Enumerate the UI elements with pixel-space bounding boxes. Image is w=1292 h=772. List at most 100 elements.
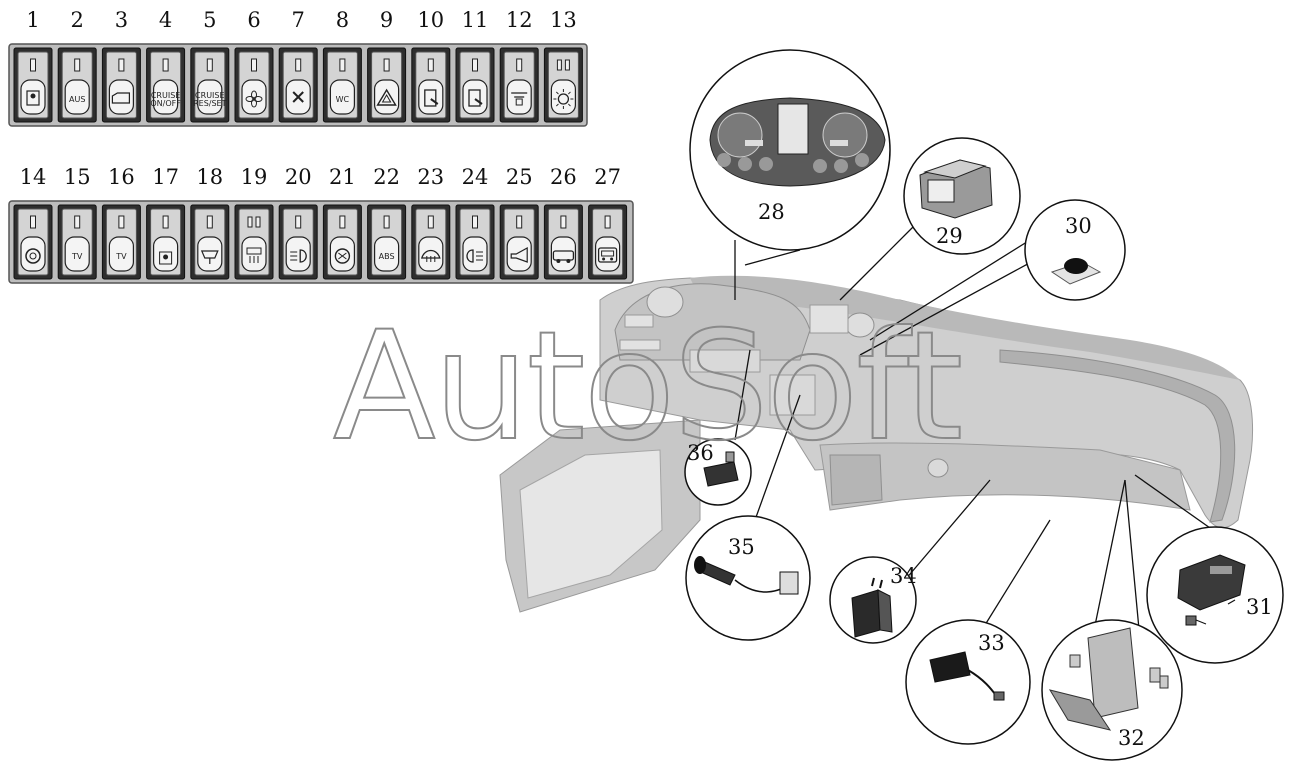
bus-front-icon <box>597 247 618 263</box>
switch-label: WC <box>336 95 350 104</box>
switch-25[interactable]: 25 <box>499 165 539 280</box>
switch-label: AUS <box>69 95 85 104</box>
person-icon <box>26 90 40 106</box>
switch-1[interactable]: 1 <box>13 8 53 123</box>
callout-number-33: 33 <box>978 631 1005 655</box>
switch-2[interactable]: AUS 2 <box>57 8 97 123</box>
switch-number: 22 <box>373 165 400 189</box>
switch-18[interactable]: 18 <box>190 165 230 280</box>
switch-24[interactable]: 24 <box>455 165 495 280</box>
engine-icon <box>111 92 130 104</box>
switch-text-symbol: ABS <box>379 252 395 261</box>
switch-label: RES/SET <box>193 99 227 108</box>
switch-number: 19 <box>241 165 268 189</box>
switch-number: 1 <box>26 8 39 32</box>
switch-label: CRUISE <box>151 91 181 100</box>
switch-number: 27 <box>594 165 621 189</box>
switch-number: 12 <box>506 8 533 32</box>
switch-26[interactable]: 26 <box>543 165 583 280</box>
dashboard-illustration <box>499 275 1254 613</box>
cross-icon <box>292 91 304 103</box>
switch-number: 16 <box>108 165 135 189</box>
callout-number-32: 32 <box>1118 726 1145 750</box>
bus-icon <box>552 250 575 263</box>
callout-number-28: 28 <box>758 200 785 224</box>
switch-10[interactable]: 10 <box>411 8 451 123</box>
switch-11[interactable]: 11 <box>455 8 495 123</box>
switch-13[interactable]: 13 <box>543 8 583 123</box>
switch-label: TV <box>115 252 127 261</box>
callout-35-bubble <box>685 394 811 641</box>
switch-16[interactable]: TV 16 <box>101 165 141 280</box>
callout-number-34: 34 <box>890 564 917 588</box>
circle-light-icon <box>25 248 41 264</box>
switch-label: ABS <box>379 252 395 261</box>
callout-34-bubble <box>829 479 991 644</box>
sun-icon <box>553 89 574 109</box>
switch-7[interactable]: 7 <box>278 8 318 123</box>
switch-number: 24 <box>462 165 489 189</box>
switch-21[interactable]: 21 <box>322 165 362 280</box>
switch-number: 7 <box>292 8 305 32</box>
switch-number: 20 <box>285 165 312 189</box>
defrost-icon <box>246 247 262 263</box>
switch-14[interactable]: 14 <box>13 165 53 280</box>
door-icon <box>468 89 483 107</box>
switch-number: 8 <box>336 8 349 32</box>
switch-number: 21 <box>329 165 356 189</box>
callout-number-30: 30 <box>1065 214 1092 238</box>
watermark-text: AutoSoft <box>333 300 961 474</box>
horn-icon <box>510 246 528 263</box>
switch-19[interactable]: 19 <box>234 165 274 280</box>
switch-number: 25 <box>506 165 533 189</box>
switch-number: 5 <box>203 8 216 32</box>
door-icon <box>424 89 439 107</box>
switch-number: 14 <box>20 165 47 189</box>
switch-17[interactable]: 17 <box>146 165 186 280</box>
callout-28-bubble <box>689 49 891 300</box>
rear-fog-icon <box>466 249 483 263</box>
light-icon <box>511 92 528 106</box>
switch-text-symbol: WC <box>336 95 350 104</box>
callout-31-bubble <box>1134 474 1284 664</box>
switch-3[interactable]: 3 <box>101 8 141 123</box>
switch-number: 2 <box>71 8 84 32</box>
fog-light-icon <box>290 249 307 263</box>
switch-20[interactable]: 20 <box>278 165 318 280</box>
callout-30-bubble <box>859 199 1126 356</box>
switch-15[interactable]: TV 15 <box>57 165 97 280</box>
fan-icon <box>245 90 263 108</box>
switch-6[interactable]: 6 <box>234 8 274 123</box>
callout-number-31: 31 <box>1246 595 1273 619</box>
switch-22[interactable]: ABS 22 <box>367 165 407 280</box>
heater-icon <box>334 248 351 264</box>
seat-icon <box>200 250 219 264</box>
switch-text-symbol: TV <box>71 252 83 261</box>
switch-number: 17 <box>152 165 179 189</box>
switch-number: 18 <box>196 165 223 189</box>
callout-number-36: 36 <box>687 441 714 465</box>
switch-label: CRUISE <box>195 91 225 100</box>
switch-number: 9 <box>380 8 393 32</box>
switch-number: 13 <box>550 8 577 32</box>
switch-number: 4 <box>159 8 172 32</box>
callout-29-bubble <box>839 137 1021 301</box>
switch-27[interactable]: 27 <box>588 165 628 280</box>
switch-8[interactable]: WC 8 <box>322 8 362 123</box>
switch-text-symbol: AUS <box>69 95 85 104</box>
switch-number: 26 <box>550 165 577 189</box>
switch-number: 10 <box>417 8 444 32</box>
switch-12[interactable]: 12 <box>499 8 539 123</box>
hazard-triangle-icon <box>376 88 397 106</box>
switch-23[interactable]: 23 <box>411 165 451 280</box>
switch-number: 23 <box>417 165 444 189</box>
switch-number: 15 <box>64 165 91 189</box>
switch-9[interactable]: 9 <box>367 8 407 123</box>
callout-36-bubble <box>684 349 752 506</box>
windshield-heat-icon <box>420 249 441 262</box>
